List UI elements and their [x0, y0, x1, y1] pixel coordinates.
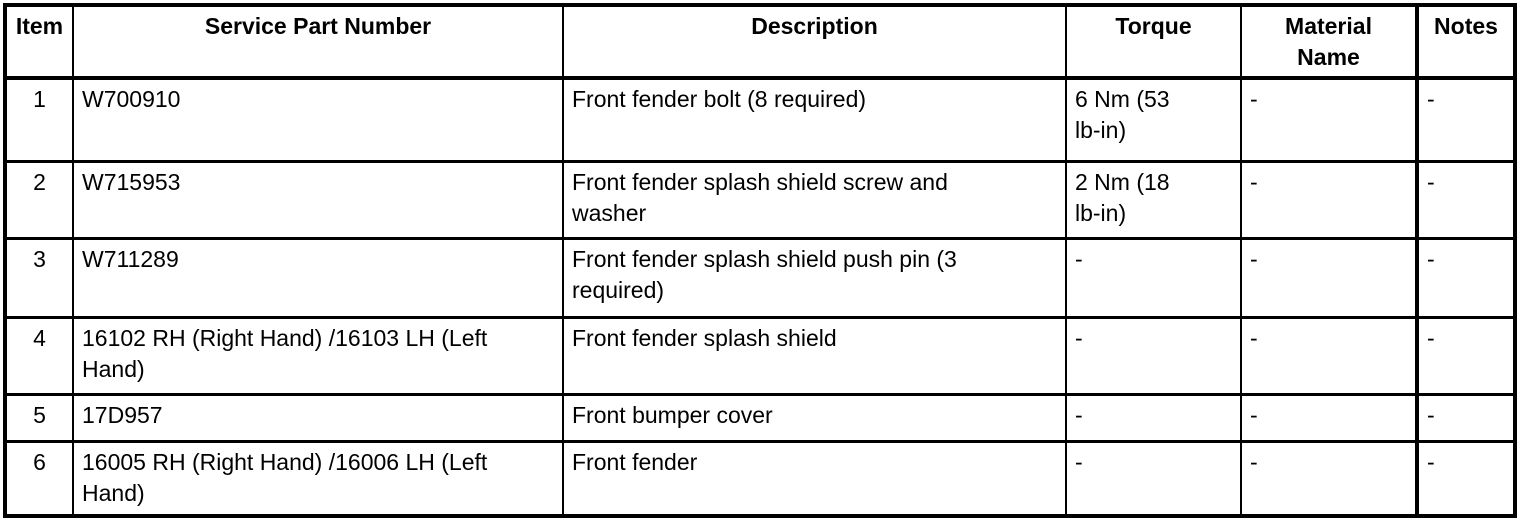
- cell-description: Front fender splash shield screw and was…: [562, 159, 1067, 239]
- cell-item: 5: [3, 392, 74, 442]
- cell-item: 1: [3, 76, 74, 162]
- cell-part-number: 17D957: [72, 392, 564, 442]
- table-row: 3 W711289 Front fender splash shield pus…: [3, 236, 1517, 318]
- table-row: 4 16102 RH (Right Hand) /16103 LH (Left …: [3, 315, 1517, 395]
- column-header-material-name: Material Name: [1240, 3, 1418, 80]
- column-header-item: Item: [3, 3, 74, 80]
- column-header-torque: Torque: [1065, 3, 1242, 80]
- table-row: 6 16005 RH (Right Hand) /16006 LH (Left …: [3, 439, 1517, 517]
- cell-part-number: W711289: [72, 236, 564, 318]
- table-body: 1 W700910 Front fender bolt (8 required)…: [3, 76, 1517, 517]
- cell-torque: 6 Nm (53 lb-in): [1065, 76, 1242, 162]
- column-header-part-number: Service Part Number: [72, 3, 564, 80]
- cell-part-number: W700910: [72, 76, 564, 162]
- cell-material-name: -: [1240, 236, 1418, 318]
- cell-notes: -: [1415, 76, 1517, 162]
- parts-table: Item Service Part Number Description Tor…: [3, 3, 1517, 518]
- cell-part-number: W715953: [72, 159, 564, 239]
- cell-torque: -: [1065, 315, 1242, 395]
- cell-item: 3: [3, 236, 74, 318]
- table-row: 2 W715953 Front fender splash shield scr…: [3, 159, 1517, 239]
- cell-notes: -: [1415, 236, 1517, 318]
- cell-material-name: -: [1240, 439, 1418, 517]
- cell-torque: 2 Nm (18 lb-in): [1065, 159, 1242, 239]
- column-header-description: Description: [562, 3, 1067, 80]
- table-row: 1 W700910 Front fender bolt (8 required)…: [3, 76, 1517, 162]
- cell-item: 4: [3, 315, 74, 395]
- cell-description: Front fender splash shield push pin (3 r…: [562, 236, 1067, 318]
- column-header-notes: Notes: [1415, 3, 1517, 80]
- cell-material-name: -: [1240, 315, 1418, 395]
- header-row: Item Service Part Number Description Tor…: [3, 3, 1517, 80]
- cell-material-name: -: [1240, 76, 1418, 162]
- cell-notes: -: [1415, 439, 1517, 517]
- cell-material-name: -: [1240, 392, 1418, 442]
- cell-item: 2: [3, 159, 74, 239]
- cell-notes: -: [1415, 392, 1517, 442]
- cell-part-number: 16102 RH (Right Hand) /16103 LH (Left Ha…: [72, 315, 564, 395]
- cell-torque: -: [1065, 392, 1242, 442]
- cell-description: Front fender splash shield: [562, 315, 1067, 395]
- cell-notes: -: [1415, 315, 1517, 395]
- cell-description: Front fender bolt (8 required): [562, 76, 1067, 162]
- cell-description: Front bumper cover: [562, 392, 1067, 442]
- cell-description: Front fender: [562, 439, 1067, 517]
- cell-notes: -: [1415, 159, 1517, 239]
- table-header: Item Service Part Number Description Tor…: [3, 3, 1517, 80]
- table-row: 5 17D957 Front bumper cover - - -: [3, 392, 1517, 442]
- cell-item: 6: [3, 439, 74, 517]
- cell-torque: -: [1065, 439, 1242, 517]
- cell-torque: -: [1065, 236, 1242, 318]
- cell-material-name: -: [1240, 159, 1418, 239]
- cell-part-number: 16005 RH (Right Hand) /16006 LH (Left Ha…: [72, 439, 564, 517]
